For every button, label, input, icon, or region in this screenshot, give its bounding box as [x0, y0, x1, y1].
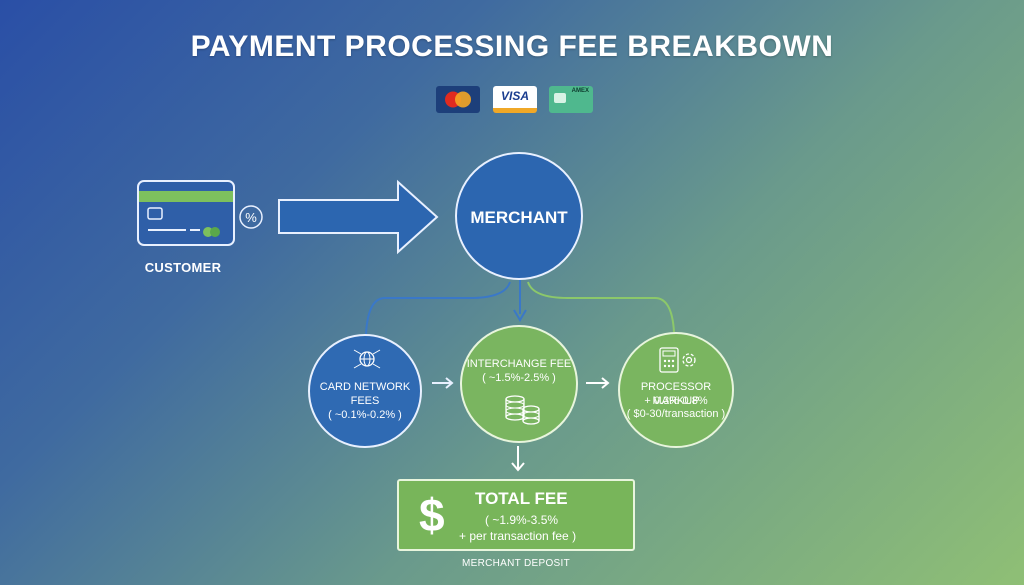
globe-network-icon — [353, 349, 381, 369]
interchange-fee-node: INTERCHANGE FEE ( ~1.5%-2.5% ) — [460, 325, 578, 443]
percent-symbol: % — [245, 210, 257, 225]
merchant-label: MERCHANT — [470, 208, 568, 227]
percent-badge-icon: % — [239, 205, 263, 229]
amex-logo-text: AMEX — [571, 88, 589, 94]
amex-logo: AMEX — [549, 86, 593, 113]
merchant-node: MERCHANT — [455, 152, 583, 280]
total-fee-dollar-icon: $ — [419, 489, 445, 541]
interchange-to-processor-arrow — [586, 377, 610, 389]
coin-stack-icon — [505, 395, 540, 425]
total-fee-title: TOTAL FEE — [475, 489, 568, 508]
total-fee-rate: ( ~1.9%-3.5% — [485, 513, 559, 527]
card-network-fees-rate: ( ~0.1%-0.2% ) — [328, 409, 402, 421]
calculator-gear-icon — [659, 347, 696, 373]
processor-markup-title: PROCESSOR MARKUP — [640, 381, 712, 407]
merchant-to-network-line — [365, 281, 511, 335]
total-fee-box: $ TOTAL FEE ( ~1.9%-3.5% + per transacti… — [397, 479, 635, 551]
interchange-fee-rate: ( ~1.5%-2.5% ) — [482, 372, 556, 384]
mastercard-logo — [436, 86, 480, 113]
customer-to-merchant-arrow — [278, 179, 439, 255]
merchant-deposit-label: MERCHANT DEPOSIT — [462, 558, 570, 569]
processor-markup-node: PROCESSOR MARKUP + 0.3%-0.8% ( $0-30/tra… — [618, 332, 734, 448]
visa-logo: VISA — [493, 86, 537, 113]
processor-markup-per-transaction: ( $0-30/transaction ) — [626, 408, 726, 420]
interchange-fee-title: INTERCHANGE FEE — [466, 358, 572, 370]
card-network-fees-node: CARD NETWORK FEES ( ~0.1%-0.2% ) — [308, 334, 422, 448]
card-network-fees-title-line1: CARD NETWORK — [319, 381, 411, 393]
total-fee-per-transaction: + per transaction fee ) — [459, 529, 577, 543]
card-chip-icon — [554, 93, 566, 103]
visa-logo-text: VISA — [500, 89, 529, 103]
merchant-to-processor-line — [527, 281, 675, 333]
network-to-interchange-arrow — [432, 377, 454, 389]
interchange-to-total-arrow — [511, 446, 525, 472]
credit-card-icon — [137, 180, 235, 246]
diagram-title: PAYMENT PROCESSING FEE BREAKBOWN — [190, 30, 834, 63]
card-network-fees-title: CARD NETWORK FEES — [310, 380, 420, 408]
customer-label: CUSTOMER — [144, 260, 222, 275]
mastercard-circles-icon — [445, 91, 471, 108]
card-network-fees-title-line2: FEES — [350, 395, 380, 407]
merchant-down-arrowhead — [513, 309, 527, 322]
processor-markup-rate: + 0.3%-0.8% — [644, 395, 708, 407]
